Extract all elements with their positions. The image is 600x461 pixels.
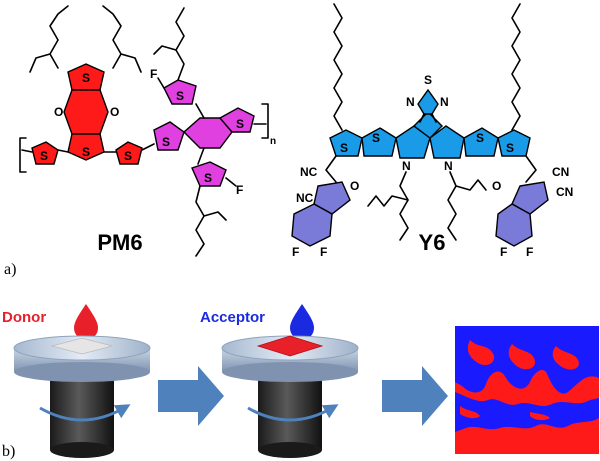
y6-cn-left-2: NC [296, 191, 314, 205]
panel-b-label: b) [2, 443, 15, 460]
pm6-f-top: F [150, 67, 157, 81]
acceptor-droplet [290, 304, 314, 340]
pm6-side-thiophene-top [163, 79, 197, 105]
pm6-bdt-thiophene-left [153, 121, 185, 151]
spin-coating-process: Donor Acceptor [2, 304, 599, 458]
y6-s-1: S [340, 141, 348, 155]
donor-film [256, 335, 324, 357]
pm6-bdt-s-left: S [162, 135, 170, 149]
donor-label: Donor [2, 309, 46, 326]
pm6-name: PM6 [97, 230, 142, 255]
pm6-core-o-left: O [54, 105, 63, 119]
y6-n-top-right: N [440, 95, 449, 109]
pm6-bracket-left [19, 137, 27, 173]
y6-endgroup-right-ring [511, 181, 549, 215]
acceptor-label: Acceptor [200, 309, 265, 326]
pm6-side-s-bottom: S [204, 171, 212, 185]
morphology-image [455, 326, 599, 454]
y6-ring-6 [497, 129, 531, 157]
y6-cn-right-2: CN [556, 185, 573, 199]
y6-o-right: O [492, 179, 501, 193]
y6-f-left-1: F [292, 245, 299, 259]
y6-s-6: S [506, 141, 514, 155]
y6-f-right-2: F [526, 245, 533, 259]
y6-thiadiazole [417, 88, 439, 115]
pm6-bdt-thiophene-right [218, 107, 255, 133]
pm6-core-thiophene-bottom [67, 133, 105, 161]
y6-endgroup-right-benzene [495, 203, 533, 247]
process-arrow-2 [382, 366, 448, 426]
panel-a-label: a) [4, 261, 16, 278]
rotation-arrow-1 [39, 404, 131, 422]
y6-o-left: O [350, 179, 359, 193]
pm6-side-alkyl-top [175, 7, 185, 81]
spin-coater-2-base [258, 374, 322, 450]
y6-n-bottom-left: N [402, 159, 411, 173]
y6-s-5: S [476, 131, 484, 145]
spin-coater-1 [13, 335, 151, 458]
spin-coater-2 [221, 335, 359, 458]
pm6-side-alkyl-bottom [195, 185, 205, 257]
y6-endgroup-left-ring [313, 181, 351, 215]
pm6-linker-thiophene-right [115, 141, 143, 165]
pm6-bdt-s-right: S [236, 117, 244, 131]
y6-f-right-1: F [500, 245, 507, 259]
y6-name: Y6 [419, 230, 446, 255]
y6-n-alkyl-right [447, 171, 457, 241]
pm6-core-quinone [63, 89, 109, 135]
morphology-acceptor-middle [455, 392, 599, 432]
pm6-linker-s-right: S [124, 149, 132, 163]
rotation-arrow-2 [247, 404, 339, 422]
pm6-repeat-n: n [270, 136, 276, 147]
pm6-structure: S S O O S S S S S F S F [19, 5, 276, 257]
y6-n-alkyl-left [399, 171, 409, 241]
y6-cn-right-1: CN [552, 165, 569, 179]
pm6-core-s-top: S [82, 71, 90, 85]
y6-ring-2 [361, 127, 397, 157]
y6-structure: S N N S S S S N N O NC NC F F O CN CN F … [291, 3, 573, 259]
pm6-core-alkyl-right [102, 5, 122, 69]
y6-ring-4 [429, 125, 465, 159]
pm6-f-bottom: F [236, 183, 243, 197]
y6-alkyl-left [333, 3, 343, 131]
spin-coater-1-base [50, 374, 114, 450]
pm6-side-thiophene-bottom [191, 161, 227, 187]
y6-ring-3 [395, 125, 431, 159]
y6-s-2: S [372, 131, 380, 145]
pm6-linker-s-left: S [40, 149, 48, 163]
pm6-core-o-right: O [110, 105, 119, 119]
pm6-linker-thiophene-left [31, 141, 59, 165]
y6-s-top: S [424, 73, 432, 87]
pm6-core-alkyl-left [49, 5, 69, 69]
substrate-1 [50, 337, 114, 355]
donor-droplet [74, 304, 98, 340]
process-arrow-1 [158, 366, 224, 426]
y6-ring-5 [463, 127, 499, 157]
pm6-side-s-top: S [176, 89, 184, 103]
y6-alkyl-right [511, 3, 521, 131]
y6-n-top-left: N [406, 95, 415, 109]
pm6-core-thiophene-top [67, 63, 105, 91]
pm6-core-s-bottom: S [82, 145, 90, 159]
pm6-bracket-right [261, 103, 269, 139]
y6-endgroup-left-benzene [291, 203, 333, 247]
y6-cn-left-1: NC [300, 165, 318, 179]
y6-f-left-2: F [320, 245, 327, 259]
y6-n-bottom-right: N [444, 159, 453, 173]
y6-ring-1 [329, 129, 363, 157]
